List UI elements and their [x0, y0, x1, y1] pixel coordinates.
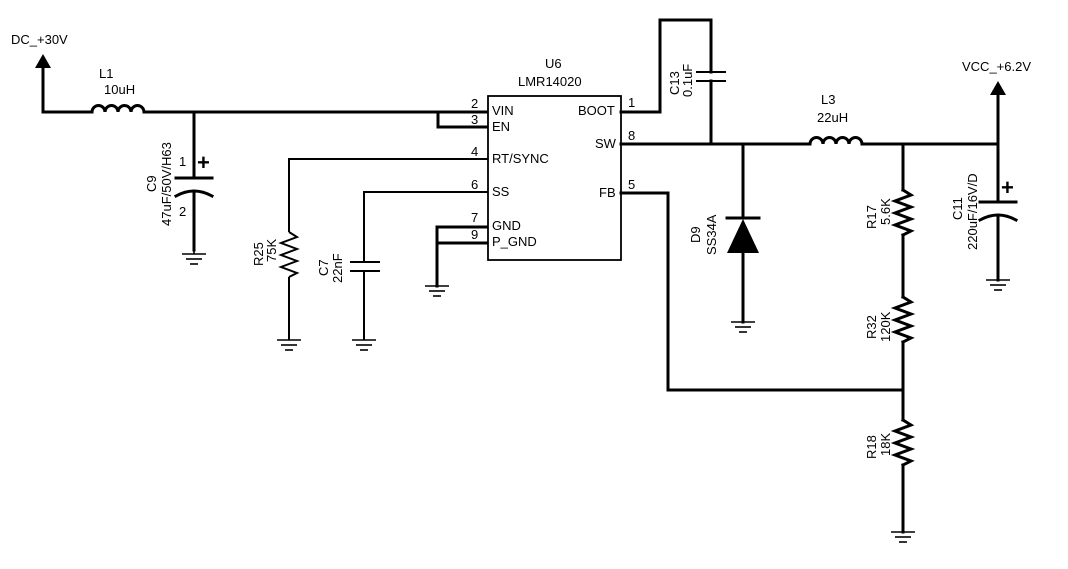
resistor-r25: R25 75K — [251, 158, 488, 351]
d9-ref: D9 — [688, 226, 703, 243]
l1-ref: L1 — [99, 66, 113, 81]
ic-ground-icon — [425, 285, 449, 297]
pin-number: 6 — [471, 177, 478, 192]
pin-number: 1 — [628, 95, 635, 110]
ic-part: LMR14020 — [518, 74, 582, 89]
c11-ref: C11 — [950, 197, 965, 220]
ic-u6: U6 LMR14020 2 VIN 3 EN 4 RT/SYNC 6 SS 7 … — [471, 56, 635, 261]
resistor-r17: R17 5.6K — [864, 142, 916, 299]
pin-label: VIN — [492, 103, 514, 118]
pin-label: BOOT — [578, 103, 615, 118]
pin-label: P_GND — [492, 234, 537, 249]
l3-value: 22uH — [817, 110, 848, 125]
c11-plus: + — [1001, 175, 1014, 200]
pin-label: SS — [492, 184, 510, 199]
r32-value: 120K — [878, 311, 893, 342]
c11-ground-icon — [986, 279, 1010, 291]
pin-number: 9 — [471, 227, 478, 242]
pin-label: RT/SYNC — [492, 151, 549, 166]
output-power-label: VCC_+6.2V — [962, 59, 1031, 74]
pin-label: FB — [599, 185, 616, 200]
d9-value: SS34A — [704, 214, 719, 255]
c13-value: 0.1uF — [680, 64, 695, 97]
capacitor-c11: + C11 220uF/16V/D — [950, 173, 1019, 291]
input-power-port: DC_+30V — [11, 32, 68, 114]
c11-value: 220uF/16V/D — [965, 173, 980, 250]
r17-value: 5.6K — [878, 198, 893, 225]
pin-number: 2 — [471, 96, 478, 111]
pin-number: 5 — [628, 177, 635, 192]
r18-ref: R18 — [864, 435, 879, 459]
l3-ref: L3 — [821, 92, 835, 107]
pin-number: 7 — [471, 210, 478, 225]
c7-ground-icon — [352, 339, 376, 351]
c9-ref: C9 — [144, 175, 159, 192]
r17-ref: R17 — [864, 205, 879, 229]
ic-ground-wires — [425, 225, 490, 297]
pin-label: GND — [492, 218, 521, 233]
pin-label: SW — [595, 136, 617, 151]
c13-ref: C13 — [667, 71, 682, 95]
c9-pin1: 1 — [179, 154, 186, 169]
capacitor-c9: + 1 2 C9 47uF/50V/H63 — [144, 110, 215, 265]
ic-ref: U6 — [545, 56, 562, 71]
fb-wire — [619, 191, 905, 392]
c9-plus: + — [197, 150, 210, 175]
r25-value: 75K — [264, 239, 279, 262]
c9-value: 47uF/50V/H63 — [159, 142, 174, 226]
diode-d9: D9 SS34A — [619, 142, 812, 333]
pin-number: 8 — [628, 128, 635, 143]
capacitor-c7: C7 22nF — [316, 191, 488, 351]
resistor-r18: R18 18K — [864, 417, 916, 543]
inductor-l3: L3 22uH — [808, 92, 1000, 146]
r25-ref: R25 — [251, 242, 266, 266]
c9-pin2: 2 — [179, 204, 186, 219]
c9-ground-icon — [182, 250, 206, 265]
l1-value: 10uH — [104, 82, 135, 97]
r25-ground-icon — [277, 339, 301, 351]
pin-number: 4 — [471, 144, 478, 159]
capacitor-c13: C13 0.1uF — [619, 18, 726, 146]
d9-ground-icon — [731, 321, 755, 333]
input-power-label: DC_+30V — [11, 32, 68, 47]
vin-en-wires — [436, 110, 490, 129]
inductor-l1: L1 10uH — [41, 66, 440, 114]
r18-value: 18K — [878, 433, 893, 456]
pin-number: 3 — [471, 112, 478, 127]
output-power-port: VCC_+6.2V — [962, 59, 1031, 204]
r18-ground-icon — [891, 531, 915, 543]
c7-ref: C7 — [316, 259, 331, 276]
c7-value: 22nF — [330, 253, 345, 283]
resistor-r32: R32 120K — [864, 294, 916, 422]
r32-ref: R32 — [864, 315, 879, 339]
pin-label: EN — [492, 119, 510, 134]
